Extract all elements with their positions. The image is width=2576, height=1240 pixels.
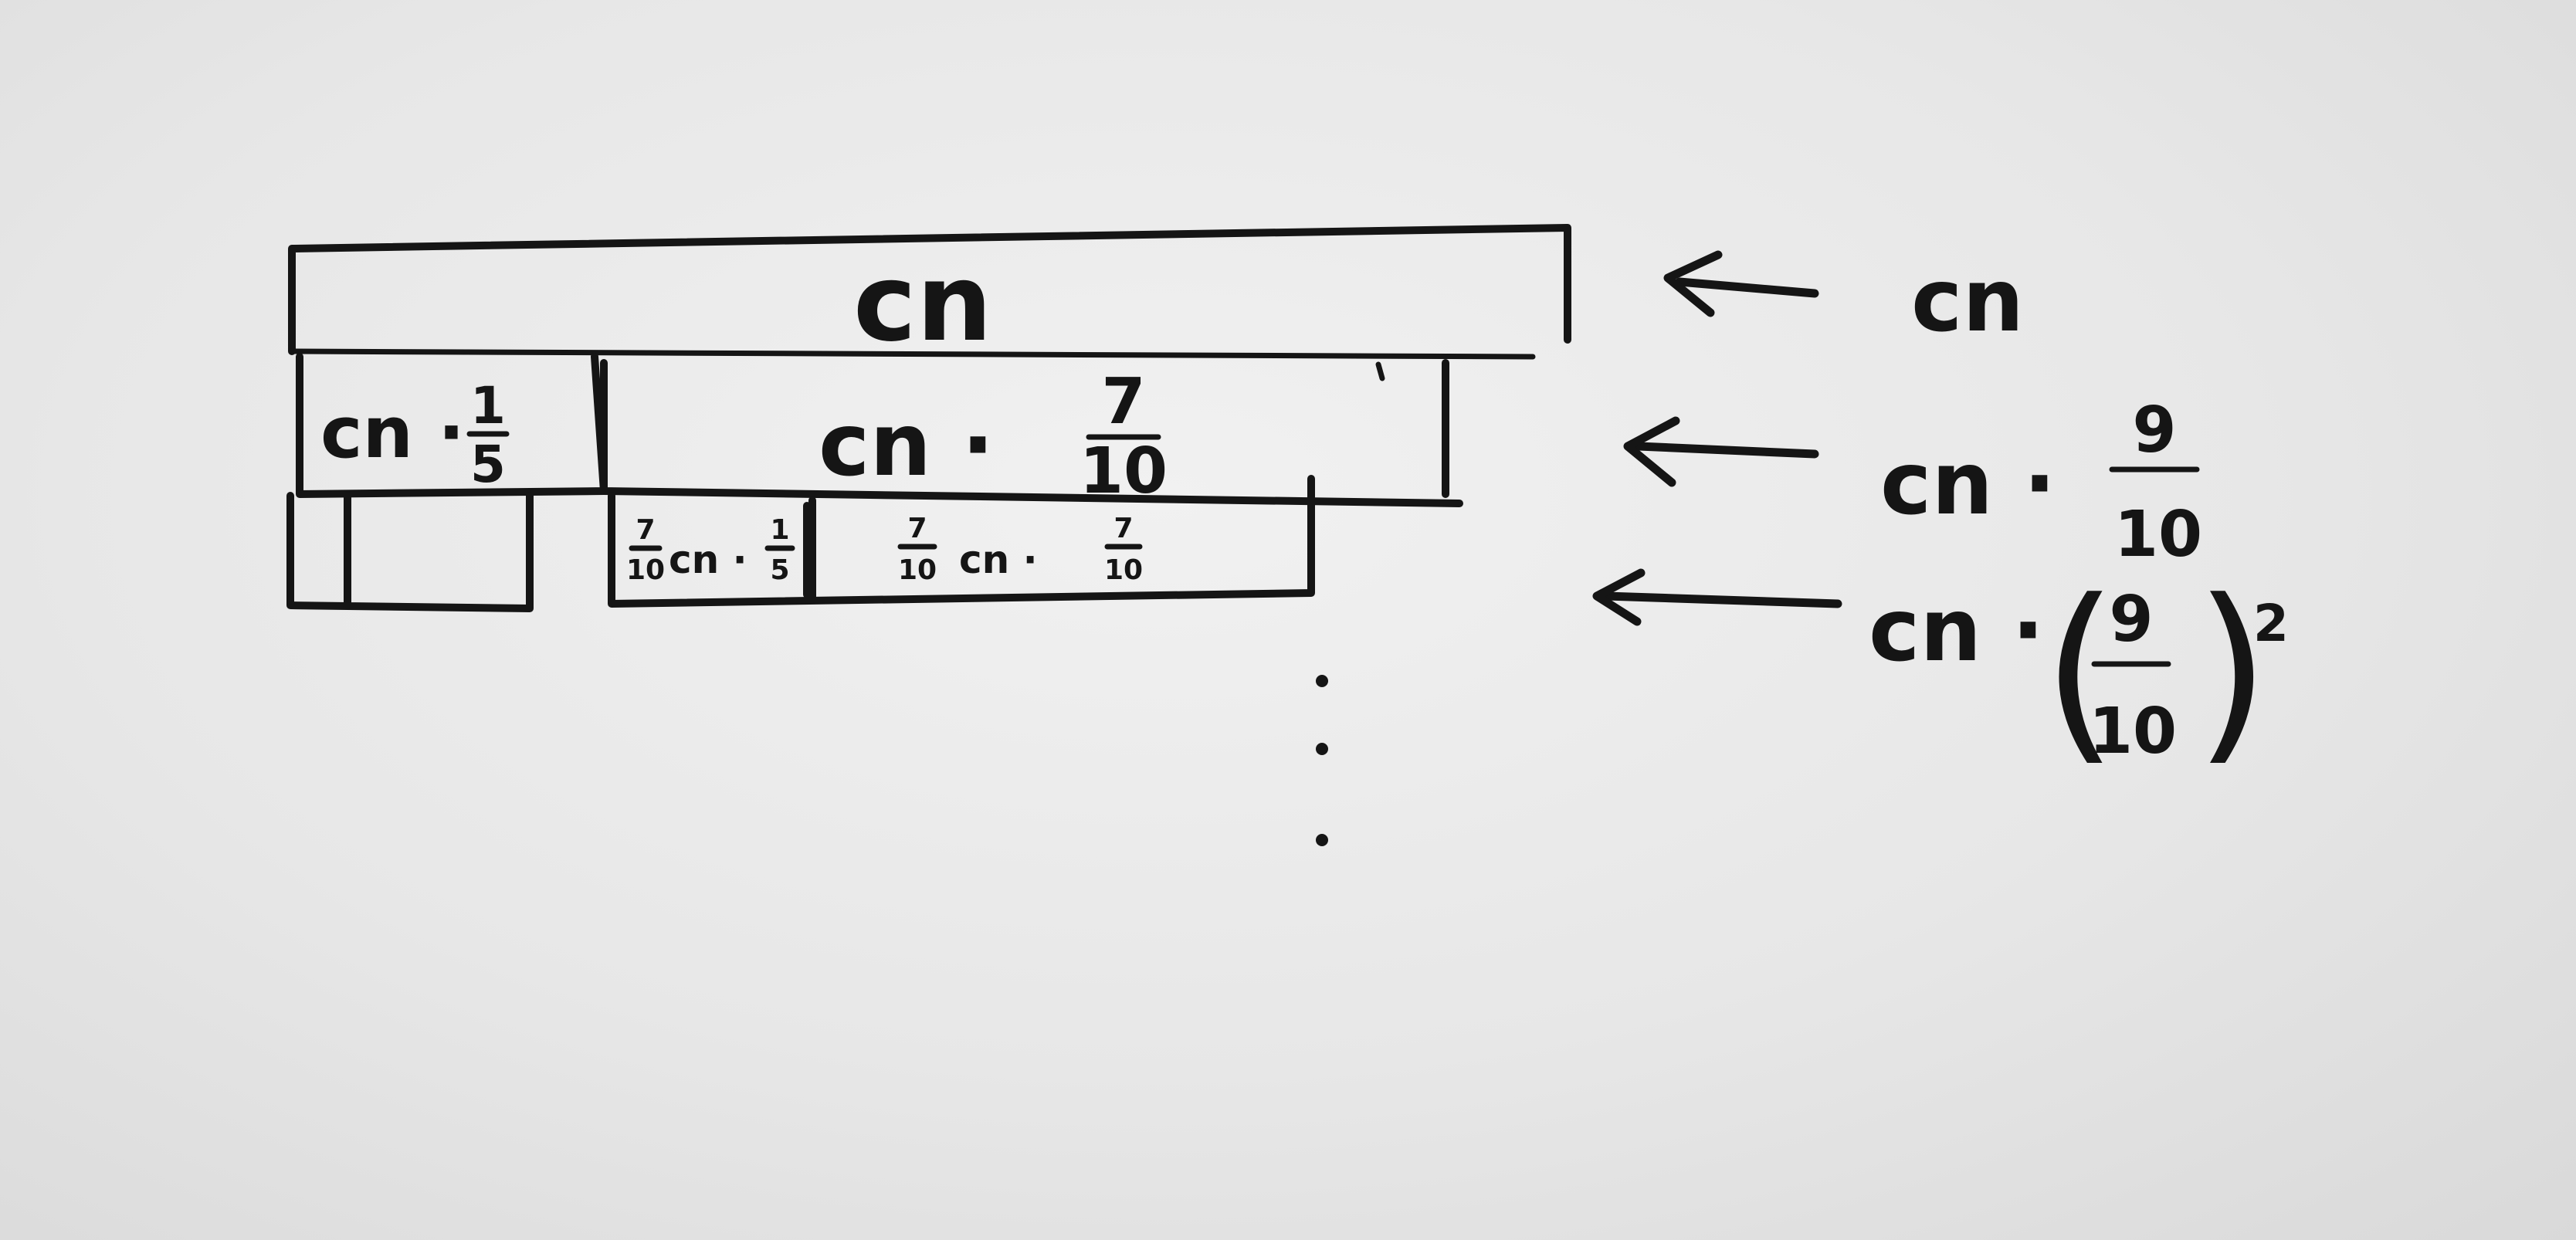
- cost-row2: cn · 9 10: [1880, 394, 2202, 571]
- stray-mark: [1375, 361, 1385, 381]
- cost-row3: cn · ( 9 10 ) 2: [1869, 558, 2289, 783]
- arrow-row2-head: [1623, 416, 1680, 487]
- arrow-row2-shaft: [1634, 442, 1819, 459]
- arrow-row2: [1623, 416, 1819, 487]
- level2-a-outer-denominator: 10: [626, 554, 665, 586]
- level2-cell-a: 7 10 cn · 1 5: [626, 514, 795, 586]
- level2-b-mid: cn ·: [959, 537, 1038, 582]
- arrow-row3: [1592, 568, 1842, 626]
- level1-right-outline: [600, 359, 1463, 507]
- level0-box-bottom: [289, 348, 1536, 360]
- level2-a-denominator: 5: [770, 554, 789, 586]
- level1-right-box: cn · 7 10: [600, 359, 1463, 508]
- level2-b-outer-denominator: 10: [898, 554, 937, 586]
- arrow-row3-head: [1592, 568, 1646, 626]
- continuation-dot: [1316, 834, 1328, 846]
- level1-right-prefix: cn ·: [819, 395, 995, 496]
- arrow-row1-shaft: [1675, 277, 1819, 298]
- arrow-row1: [1663, 250, 1819, 317]
- cost-row3-denominator: 10: [2089, 695, 2177, 768]
- level2-right-boxes: 7 10 cn · 1 5 7 10 cn · 7 10: [608, 475, 1315, 608]
- cost-row3-numerator: 9: [2109, 583, 2153, 656]
- level1-left-outline: [296, 353, 608, 498]
- level2-a-mid: cn ·: [669, 537, 747, 582]
- cost-row3-exponent: 2: [2253, 594, 2289, 653]
- level1-left-numerator: 1: [470, 376, 506, 435]
- level2-left-outline: [286, 492, 534, 612]
- cost-row2-prefix: cn ·: [1880, 434, 2056, 534]
- level1-left-prefix: cn ·: [320, 391, 465, 474]
- level0-label: cn: [853, 241, 992, 365]
- level1-right-numerator: 7: [1101, 365, 1145, 439]
- level2-right-outline: [608, 475, 1315, 608]
- level2-cell-b: 7 10 cn · 7 10: [897, 513, 1143, 586]
- cost-row2-denominator: 10: [2114, 498, 2202, 571]
- cost-row3-prefix: cn ·: [1869, 581, 2045, 681]
- level0-box-outline: [288, 224, 1571, 355]
- level2-b-denominator: 10: [1104, 554, 1143, 586]
- level2-a-outer-numerator: 7: [636, 514, 655, 546]
- arrow-row3-shaft: [1602, 591, 1842, 608]
- cost-row2-numerator: 9: [2132, 394, 2176, 467]
- level1-right-denominator: 10: [1080, 435, 1168, 508]
- cost-row3-open-paren: (: [2042, 558, 2118, 783]
- level2-left-boxes: [286, 492, 534, 612]
- level2-b-outer-numerator: 7: [907, 513, 927, 544]
- continuation-dots: [1316, 675, 1328, 846]
- level2-a-numerator: 1: [770, 514, 789, 546]
- continuation-dot: [1316, 675, 1328, 687]
- level0-box: cn: [288, 224, 1571, 365]
- level1-left-denominator: 5: [470, 435, 506, 494]
- level1-left-box: cn · 1 5: [296, 353, 608, 498]
- cost-row1-label: cn: [1911, 251, 2024, 351]
- cost-row3-close-paren: ): [2195, 558, 2270, 783]
- arrow-row1-head: [1663, 250, 1723, 317]
- continuation-dot: [1316, 743, 1328, 755]
- cost-row1: cn: [1911, 251, 2024, 351]
- level2-b-numerator: 7: [1113, 513, 1133, 544]
